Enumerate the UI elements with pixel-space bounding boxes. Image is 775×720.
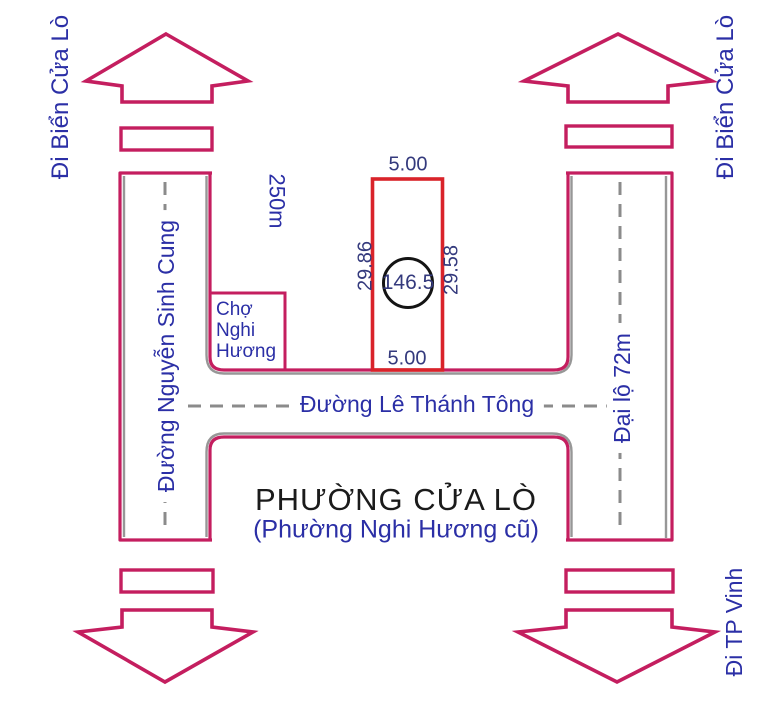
area-circle <box>382 257 434 309</box>
ward-title: PHƯỜNG CỬA LÒ <box>254 482 538 518</box>
market-label-line1: Chợ <box>216 299 253 320</box>
market-label: Chợ Nghi Hương <box>216 299 276 362</box>
arrow-down-bottom-left <box>72 608 259 685</box>
direction-label-top-left: Đi Biển Cửa Lò <box>47 14 75 180</box>
right-road-outline <box>566 171 674 542</box>
ward-subtitle: (Phường Nghi Hương cũ) <box>253 515 539 544</box>
road-label-nguyen-sinh-cung: Đường Nguyễn Sinh Cung <box>150 209 182 503</box>
road-label-dai-lo-72m: Đại lộ 72m <box>606 323 638 453</box>
road-stub-top-left <box>119 126 214 152</box>
plot-dim-left: 29.86 <box>354 240 377 292</box>
road-label-le-thanh-tong: Đường Lê Thánh Tông <box>289 388 545 420</box>
plot-outline <box>370 177 445 372</box>
plot-dim-bottom: 5.00 <box>387 347 427 370</box>
market-box <box>210 291 287 369</box>
road-shadow-lines <box>122 176 668 538</box>
road-stub-top-right <box>564 124 674 149</box>
plot-dim-top: 5.00 <box>388 153 428 176</box>
road-stub-bottom-left <box>119 568 215 594</box>
road-stub-bottom-right <box>564 568 675 594</box>
direction-arrows <box>72 31 722 685</box>
left-road-outline <box>118 171 212 542</box>
arrow-up-top-left <box>80 31 254 104</box>
distance-label-250m: 250m <box>264 173 290 229</box>
plot-area-value: 146.5 <box>381 270 435 294</box>
direction-label-bottom-right: Đi TP Vinh <box>720 567 747 677</box>
market-label-line3: Hương <box>216 341 277 362</box>
direction-label-top-right: Đi Biển Cửa Lò <box>712 14 740 180</box>
lower-junction-outline <box>208 435 570 540</box>
arrow-down-bottom-right <box>511 608 722 685</box>
market-label-line2: Nghi <box>216 320 256 341</box>
road-outlines <box>118 171 674 542</box>
lower-junction-shadow <box>205 432 573 537</box>
plot-dim-right: 29.58 <box>440 244 463 296</box>
upper-junction-shadow <box>205 176 573 375</box>
arrow-up-top-right <box>517 31 719 104</box>
